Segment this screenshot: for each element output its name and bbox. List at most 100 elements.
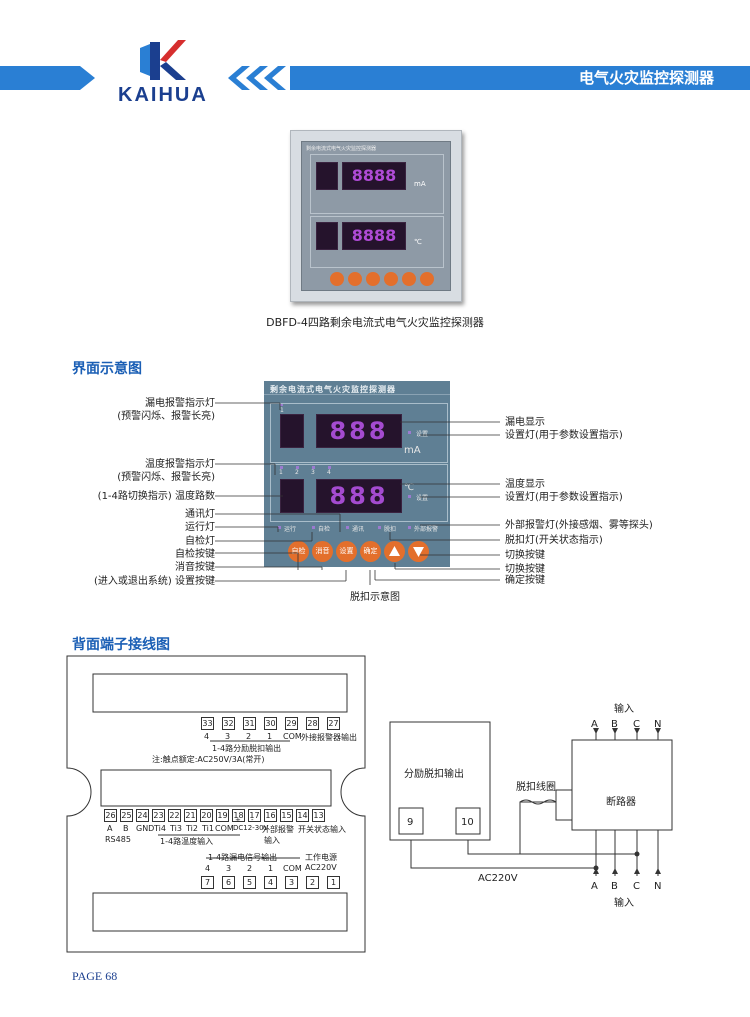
run-led (278, 526, 281, 529)
terminal-label-2: 2 (246, 732, 252, 741)
terminal-33: 33 (201, 717, 214, 730)
label-b: B (123, 824, 129, 833)
front-panel: 剩余电流式电气火灾监控探测器 1 888 设置 mA 1 2 3 4 888 设… (264, 381, 450, 567)
label-ti1: Ti1 (202, 824, 214, 833)
run-led-label: 运行 (284, 526, 297, 533)
device-photo: 剩余电流式电气火灾监控探测器 8888 mA 8888 ℃ (290, 130, 462, 302)
device-photo-title: 剩余电流式电气火灾监控探测器 (306, 146, 377, 152)
terminal-label-4: 4 (204, 732, 210, 741)
terminal-label-1: 1 (267, 732, 273, 741)
terminal-15: 15 (280, 809, 293, 822)
label-switch-status-input: 开关状态输入 (298, 825, 346, 834)
row3-label-1: 1 (268, 864, 274, 873)
terminal-21: 21 (184, 809, 197, 822)
terminal-20: 20 (200, 809, 213, 822)
label-external-alarm: 外部报警 (262, 825, 294, 834)
row3-label-2: 2 (247, 864, 253, 873)
unit-ma: mA (404, 445, 421, 456)
terminal-17: 17 (248, 809, 261, 822)
banner-right (228, 66, 750, 90)
terminal-label-com: COM (283, 732, 302, 741)
terminal-16: 16 (264, 809, 277, 822)
label-gnd: GND (136, 824, 155, 833)
callout-leak-alarm-led: 漏电报警指示灯 (145, 398, 215, 409)
callout-setting-led-top: 设置灯(用于参数设置指示) (505, 430, 623, 441)
callout-trip-led: 脱扣灯(开关状态指示) (505, 535, 603, 546)
contact-rating-note: 注:触点额定:AC250V/3A(常开) (152, 755, 265, 764)
terminal-30: 30 (264, 717, 277, 730)
label-ti3: Ti3 (170, 824, 182, 833)
section-title-interface: 界面示意图 (72, 361, 142, 377)
terminal-14: 14 (296, 809, 309, 822)
terminal-29: 29 (285, 717, 298, 730)
terminal-1: 1 (327, 876, 340, 889)
callout-selftest-led: 自检灯 (185, 536, 215, 547)
temp-led-3 (312, 466, 315, 469)
callout-leak-display: 漏电显示 (505, 417, 545, 428)
channel-label-1: 1 (279, 469, 283, 476)
callout-switch-key-1: 切换按键 (505, 550, 545, 561)
terminal-27: 27 (327, 717, 340, 730)
external-alarm-output-label: 外接报警器输出 (301, 733, 357, 742)
selftest-button[interactable]: 自检 (288, 541, 309, 562)
working-power-label: 工作电源 (305, 853, 337, 862)
trip-led (378, 526, 381, 529)
terminal-23: 23 (152, 809, 165, 822)
mute-button[interactable]: 消音 (312, 541, 333, 562)
temp-led-1 (280, 466, 283, 469)
callout-comm-led: 通讯灯 (185, 509, 215, 520)
banner-title: 电气火灾监控探测器 (578, 69, 714, 87)
row3-label-com: COM (283, 864, 302, 873)
leak-alarm-led (280, 403, 283, 406)
phase-b-bottom: B (611, 881, 618, 892)
leak-channel-display (280, 414, 304, 448)
callout-selftest-key: 自检按键 (175, 549, 215, 560)
callout-temp-alarm-desc: (预警闪烁、报警长亮) (117, 472, 215, 483)
label-external-alarm-input: 输入 (264, 836, 280, 845)
setting-label-top: 设置 (416, 431, 429, 438)
setting-label-bottom: 设置 (416, 495, 429, 502)
phase-b-top: B (611, 719, 618, 730)
channel-label-2: 2 (295, 469, 299, 476)
callout-run-led: 运行灯 (185, 522, 215, 533)
panel-channel-top: 1 (280, 407, 284, 414)
callout-temp-channel: (1-4路切换指示) 温度路数 (97, 491, 215, 502)
terminal-label-3: 3 (225, 732, 231, 741)
row3-label-4: 4 (205, 864, 211, 873)
callout-setting-key: (进入或退出系统) 设置按键 (94, 576, 215, 587)
callout-lines (215, 402, 500, 585)
device-photo-unit-top: mA (414, 180, 426, 188)
terminal-6: 6 (222, 876, 235, 889)
device-photo-digits-top: 8888 (342, 162, 406, 190)
setting-button[interactable]: 设置 (336, 541, 357, 562)
channel-label-4: 4 (327, 469, 331, 476)
terminal-22: 22 (168, 809, 181, 822)
banner-chevrons-left-icon (0, 66, 95, 90)
device-photo-digits-bottom: 8888 (342, 222, 406, 250)
label-ti4: Ti4 (154, 824, 166, 833)
up-button[interactable] (384, 541, 405, 562)
comm-led (346, 526, 349, 529)
callout-leak-alarm-desc: (预警闪烁、报警长亮) (117, 411, 215, 422)
device-photo-unit-bottom: ℃ (414, 238, 422, 246)
label-minus: - (251, 816, 254, 824)
terminal-25: 25 (120, 809, 133, 822)
terminal-18: 18 (232, 809, 245, 822)
phase-a-bottom: A (591, 881, 598, 892)
phase-c-top: C (633, 719, 640, 730)
trip-led-label: 脱扣 (384, 526, 397, 533)
terminal-28: 28 (306, 717, 319, 730)
leak-signal-output-group: 1-4路漏电信号输出 (208, 853, 278, 862)
confirm-button[interactable]: 确定 (360, 541, 381, 562)
external-alarm-led (408, 526, 411, 529)
device-face: 剩余电流式电气火灾监控探测器 8888 mA 8888 ℃ (301, 141, 451, 291)
down-button[interactable] (408, 541, 429, 562)
breaker-label: 断路器 (606, 797, 636, 808)
breaker-input-top: 输入 (614, 704, 634, 715)
terminal-4: 4 (264, 876, 277, 889)
channel-label-3: 3 (311, 469, 315, 476)
header-graphics (0, 40, 750, 90)
breaker-input-bottom: 输入 (614, 898, 634, 909)
shunt-trip-output-group: 1-4路分励脱扣输出 (212, 744, 282, 753)
photo-caption: DBFD-4四路剩余电流式电气火灾监控探测器 (266, 316, 484, 329)
